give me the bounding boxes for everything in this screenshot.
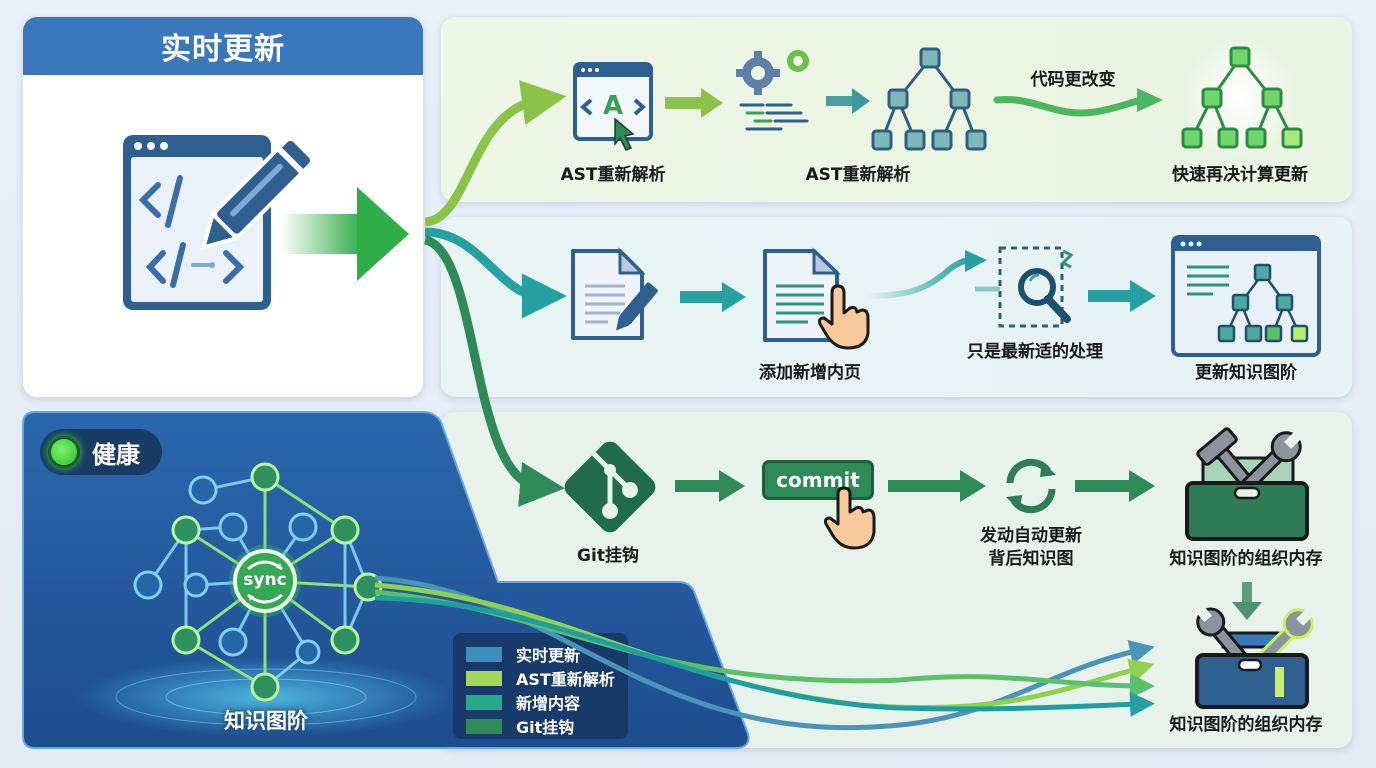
svg-text:A: A [603,91,623,121]
code-editor-pencil-icon [123,135,314,310]
arrow-icon [1075,470,1155,502]
search-magnifier-icon [975,246,1074,328]
step-label: AST重新解析 [805,165,911,185]
big-green-arrow-icon [281,187,409,281]
live-update-title: 实时更新 [23,17,423,75]
toolbox-green-icon [1185,427,1309,541]
step-label: 知识图阶的组织内存 [1169,549,1323,569]
git-branch-icon [564,441,656,533]
step-label: AST重新解析 [560,165,666,185]
knowledge-graph-network [133,462,383,702]
legend-swatch [466,718,502,734]
arrow-icon [1088,280,1156,312]
legend-swatch [466,670,502,686]
sync-label: sync [243,570,287,590]
final-step-label: 知识图阶的组织内存 [1169,715,1323,735]
legend-item: 实时更新 [466,642,628,666]
ast-connector [424,80,567,227]
step-label: 快速再决计算更新 [1172,165,1308,185]
step-label: 更新知识图阶 [1195,363,1297,383]
fading-arrow-icon [866,250,987,299]
arrow-label: 代码更改变 [1030,70,1116,90]
hand-pointer-icon [824,486,876,550]
knowledge-graph-title: 知识图阶 [224,709,308,733]
legend-label: 实时更新 [516,646,581,665]
glowing-tree-icon [1180,38,1303,158]
arrow-icon [680,282,746,312]
down-arrow-icon [1232,582,1262,620]
document-hand-pointer-icon [763,247,870,350]
legend-swatch [466,694,502,710]
toolbox-blue-icon [1195,606,1314,709]
step-label-line2: 背后知识图 [988,549,1074,569]
step-label-line1: 发动自动更新 [980,526,1082,546]
gears-code-lines-icon [736,50,809,131]
arrow-icon [826,88,870,114]
code-window-cursor-icon: A [573,62,653,151]
step-label: Git挂钩 [577,546,639,566]
live-update-card: 实时更新 [23,17,423,397]
wavy-arrow-icon [993,88,1163,117]
git-connector [423,235,565,507]
legend-label: AST重新解析 [516,670,615,689]
legend-label: 新增内容 [516,694,581,713]
legend-label: Git挂钩 [516,718,575,737]
sync-arrows-icon [1006,458,1056,514]
health-status-text: 健康 [92,440,140,469]
step-label: 添加新增内页 [759,363,861,383]
status-indicator-light [48,436,80,468]
arrow-icon [888,470,986,502]
step-label: 只是最新适的处理 [967,342,1103,362]
commit-button[interactable]: commit [762,460,874,500]
arrow-icon [665,88,723,118]
health-status-badge: 健康 [40,429,162,475]
new-content-connector [424,227,567,319]
legend-swatch [466,646,502,662]
arrow-icon [675,470,745,502]
document-edit-icon [571,247,658,340]
legend: 实时更新 AST重新解析 新增内容 Git挂钩 [453,633,628,739]
legend-item: Git挂钩 [466,714,628,738]
legend-item: 新增内容 [466,690,628,714]
window-tree-icon [1171,235,1321,357]
legend-item: AST重新解析 [466,666,628,690]
tree-structure-icon [871,47,987,151]
